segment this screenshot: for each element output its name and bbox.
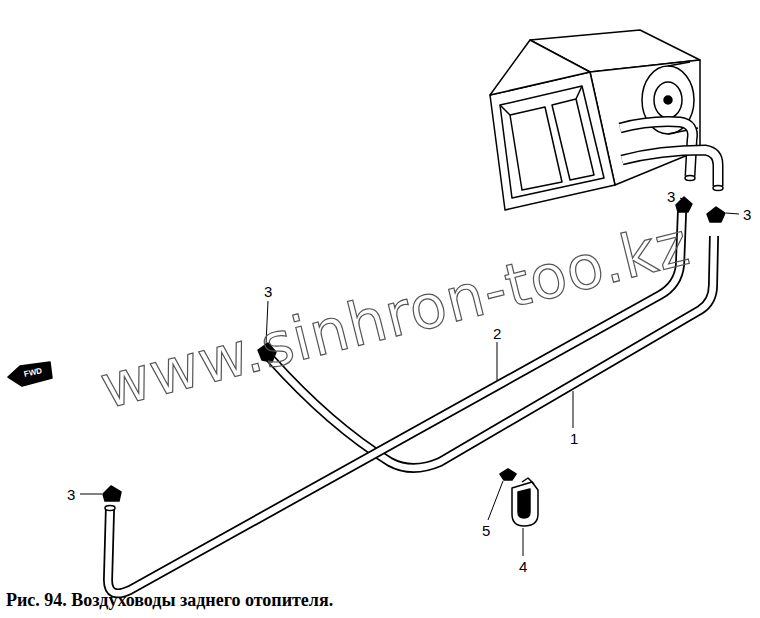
callout-number: 1	[570, 431, 578, 446]
watermark: www.sinhron-too.kz	[95, 213, 695, 417]
callout-number: 3	[67, 487, 75, 502]
callout-number: 2	[493, 326, 501, 341]
callout-number: 3	[264, 284, 272, 299]
callout-number: 3	[743, 207, 751, 222]
callout-number: 5	[482, 523, 490, 538]
figure-caption: Рис. 94. Воздуховоды заднего отопителя.	[6, 590, 333, 611]
callout-number: 4	[519, 559, 527, 574]
callout-number: 3	[667, 189, 675, 204]
